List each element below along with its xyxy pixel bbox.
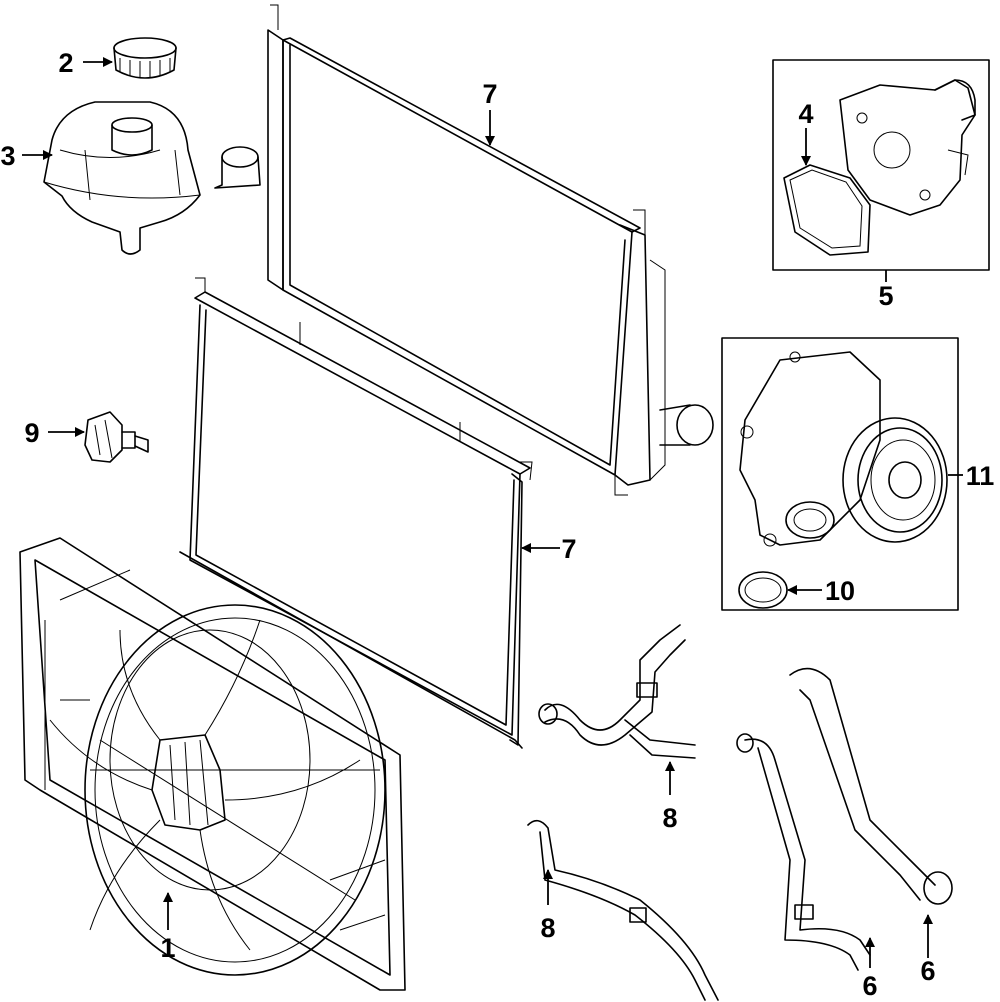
callout-2: 2: [58, 48, 73, 78]
callout-1: 1: [160, 933, 175, 963]
condenser: [179, 277, 533, 749]
reservoir-cap: [113, 37, 177, 79]
callout-8-lower: 8: [540, 913, 555, 943]
heater-hose-lower: [527, 819, 719, 1001]
callout-7-radiator: 7: [482, 79, 497, 109]
callout-10: 10: [825, 576, 855, 606]
leader-lines: [22, 57, 963, 968]
radiator: [214, 4, 714, 496]
callout-5: 5: [878, 281, 893, 311]
callout-8-upper: 8: [662, 803, 677, 833]
thermostat-box: [772, 59, 990, 271]
callout-labels: 1 2 3 4 5 6 6 7 7 8 8 9 10 11: [0, 48, 994, 1001]
radiator-hose-right: [789, 667, 953, 905]
callout-6-right: 6: [920, 956, 935, 986]
callout-7-condenser: 7: [561, 534, 576, 564]
fan-shroud-assembly: [19, 537, 406, 991]
coolant-reservoir: [43, 101, 201, 255]
callout-4: 4: [798, 99, 813, 129]
callout-9: 9: [24, 418, 39, 448]
callout-6-left: 6: [862, 971, 877, 1001]
callout-11: 11: [966, 461, 995, 491]
water-pump-box: [721, 337, 959, 611]
radiator-hose-left: [736, 733, 871, 971]
temperature-sensor: [84, 411, 149, 463]
callout-3: 3: [0, 141, 15, 171]
heater-hose-upper: [538, 624, 696, 759]
